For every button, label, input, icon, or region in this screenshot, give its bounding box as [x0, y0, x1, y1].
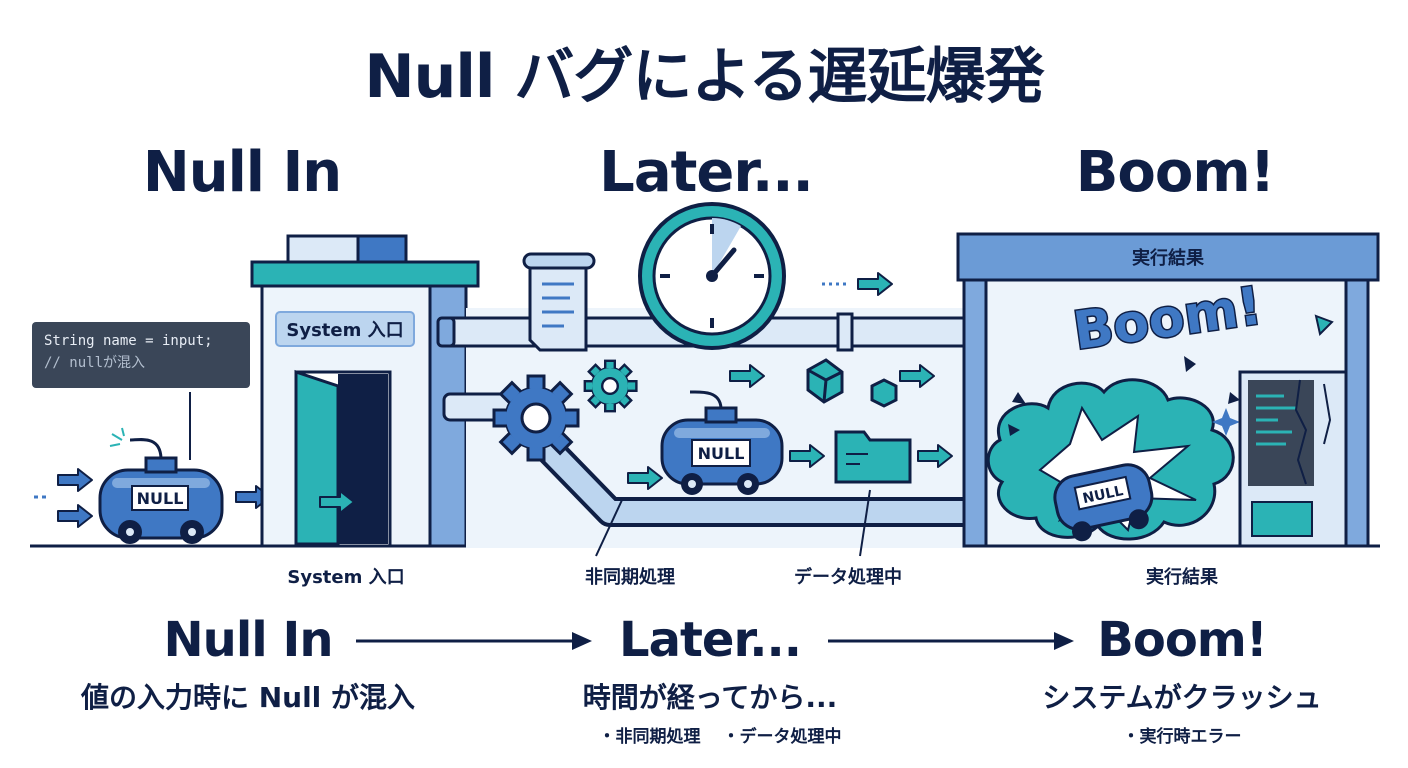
label-system-entrance: System 入口	[287, 567, 405, 588]
notes-later: ・非同期処理 ・データ処理中	[500, 722, 940, 747]
desc-null-in: 値の入力時に Null が混入	[80, 681, 416, 714]
system-building: System 入口	[250, 234, 480, 548]
null-cart-left: NULL	[34, 427, 224, 544]
label-async-processing: 非同期処理	[585, 567, 675, 588]
result-box: 実行結果 Boom! NULL	[956, 232, 1380, 548]
clock-icon	[638, 202, 786, 350]
null-cart-middle: NULL	[660, 390, 784, 495]
cart-label: NULL	[137, 489, 184, 508]
note-runtime-error: ・実行時エラー	[1122, 727, 1242, 747]
stage-heading-later: Later...	[599, 140, 814, 205]
flow-arrow-2	[828, 632, 1074, 650]
page-title: Null バグによる遅延爆発	[364, 42, 1044, 112]
processing-pipeline: NULL	[436, 202, 972, 557]
code-line: String name = input;	[44, 333, 213, 349]
delayed-explosion-illustration: NULL System 入口	[30, 202, 1380, 557]
note-async: ・非同期処理	[598, 727, 701, 747]
bottom-heading-null-in: Null In	[163, 612, 334, 668]
desc-boom: システムがクラッシュ	[1042, 681, 1322, 714]
bottom-heading-later: Later...	[618, 612, 802, 668]
stage-heading-boom: Boom!	[1075, 140, 1276, 205]
bottom-heading-boom: Boom!	[1097, 612, 1267, 668]
cart-label: NULL	[698, 444, 745, 463]
stage-heading-null-in: Null In	[142, 140, 342, 205]
desc-later: 時間が経ってから...	[582, 681, 838, 714]
label-data-processing: データ処理中	[794, 567, 902, 588]
note-data-processing: ・データ処理中	[722, 727, 842, 747]
label-execution-result: 実行結果	[1146, 567, 1218, 588]
code-comment: // nullが混入	[44, 355, 146, 371]
building-sign: System 入口	[286, 320, 403, 341]
result-box-header: 実行結果	[1132, 247, 1205, 269]
notes-boom: ・実行時エラー	[962, 722, 1402, 747]
code-snippet: String name = input; // nullが混入	[32, 322, 250, 388]
flow-arrow-1	[356, 632, 592, 650]
null-cart-exploding: NULL	[1053, 463, 1154, 542]
